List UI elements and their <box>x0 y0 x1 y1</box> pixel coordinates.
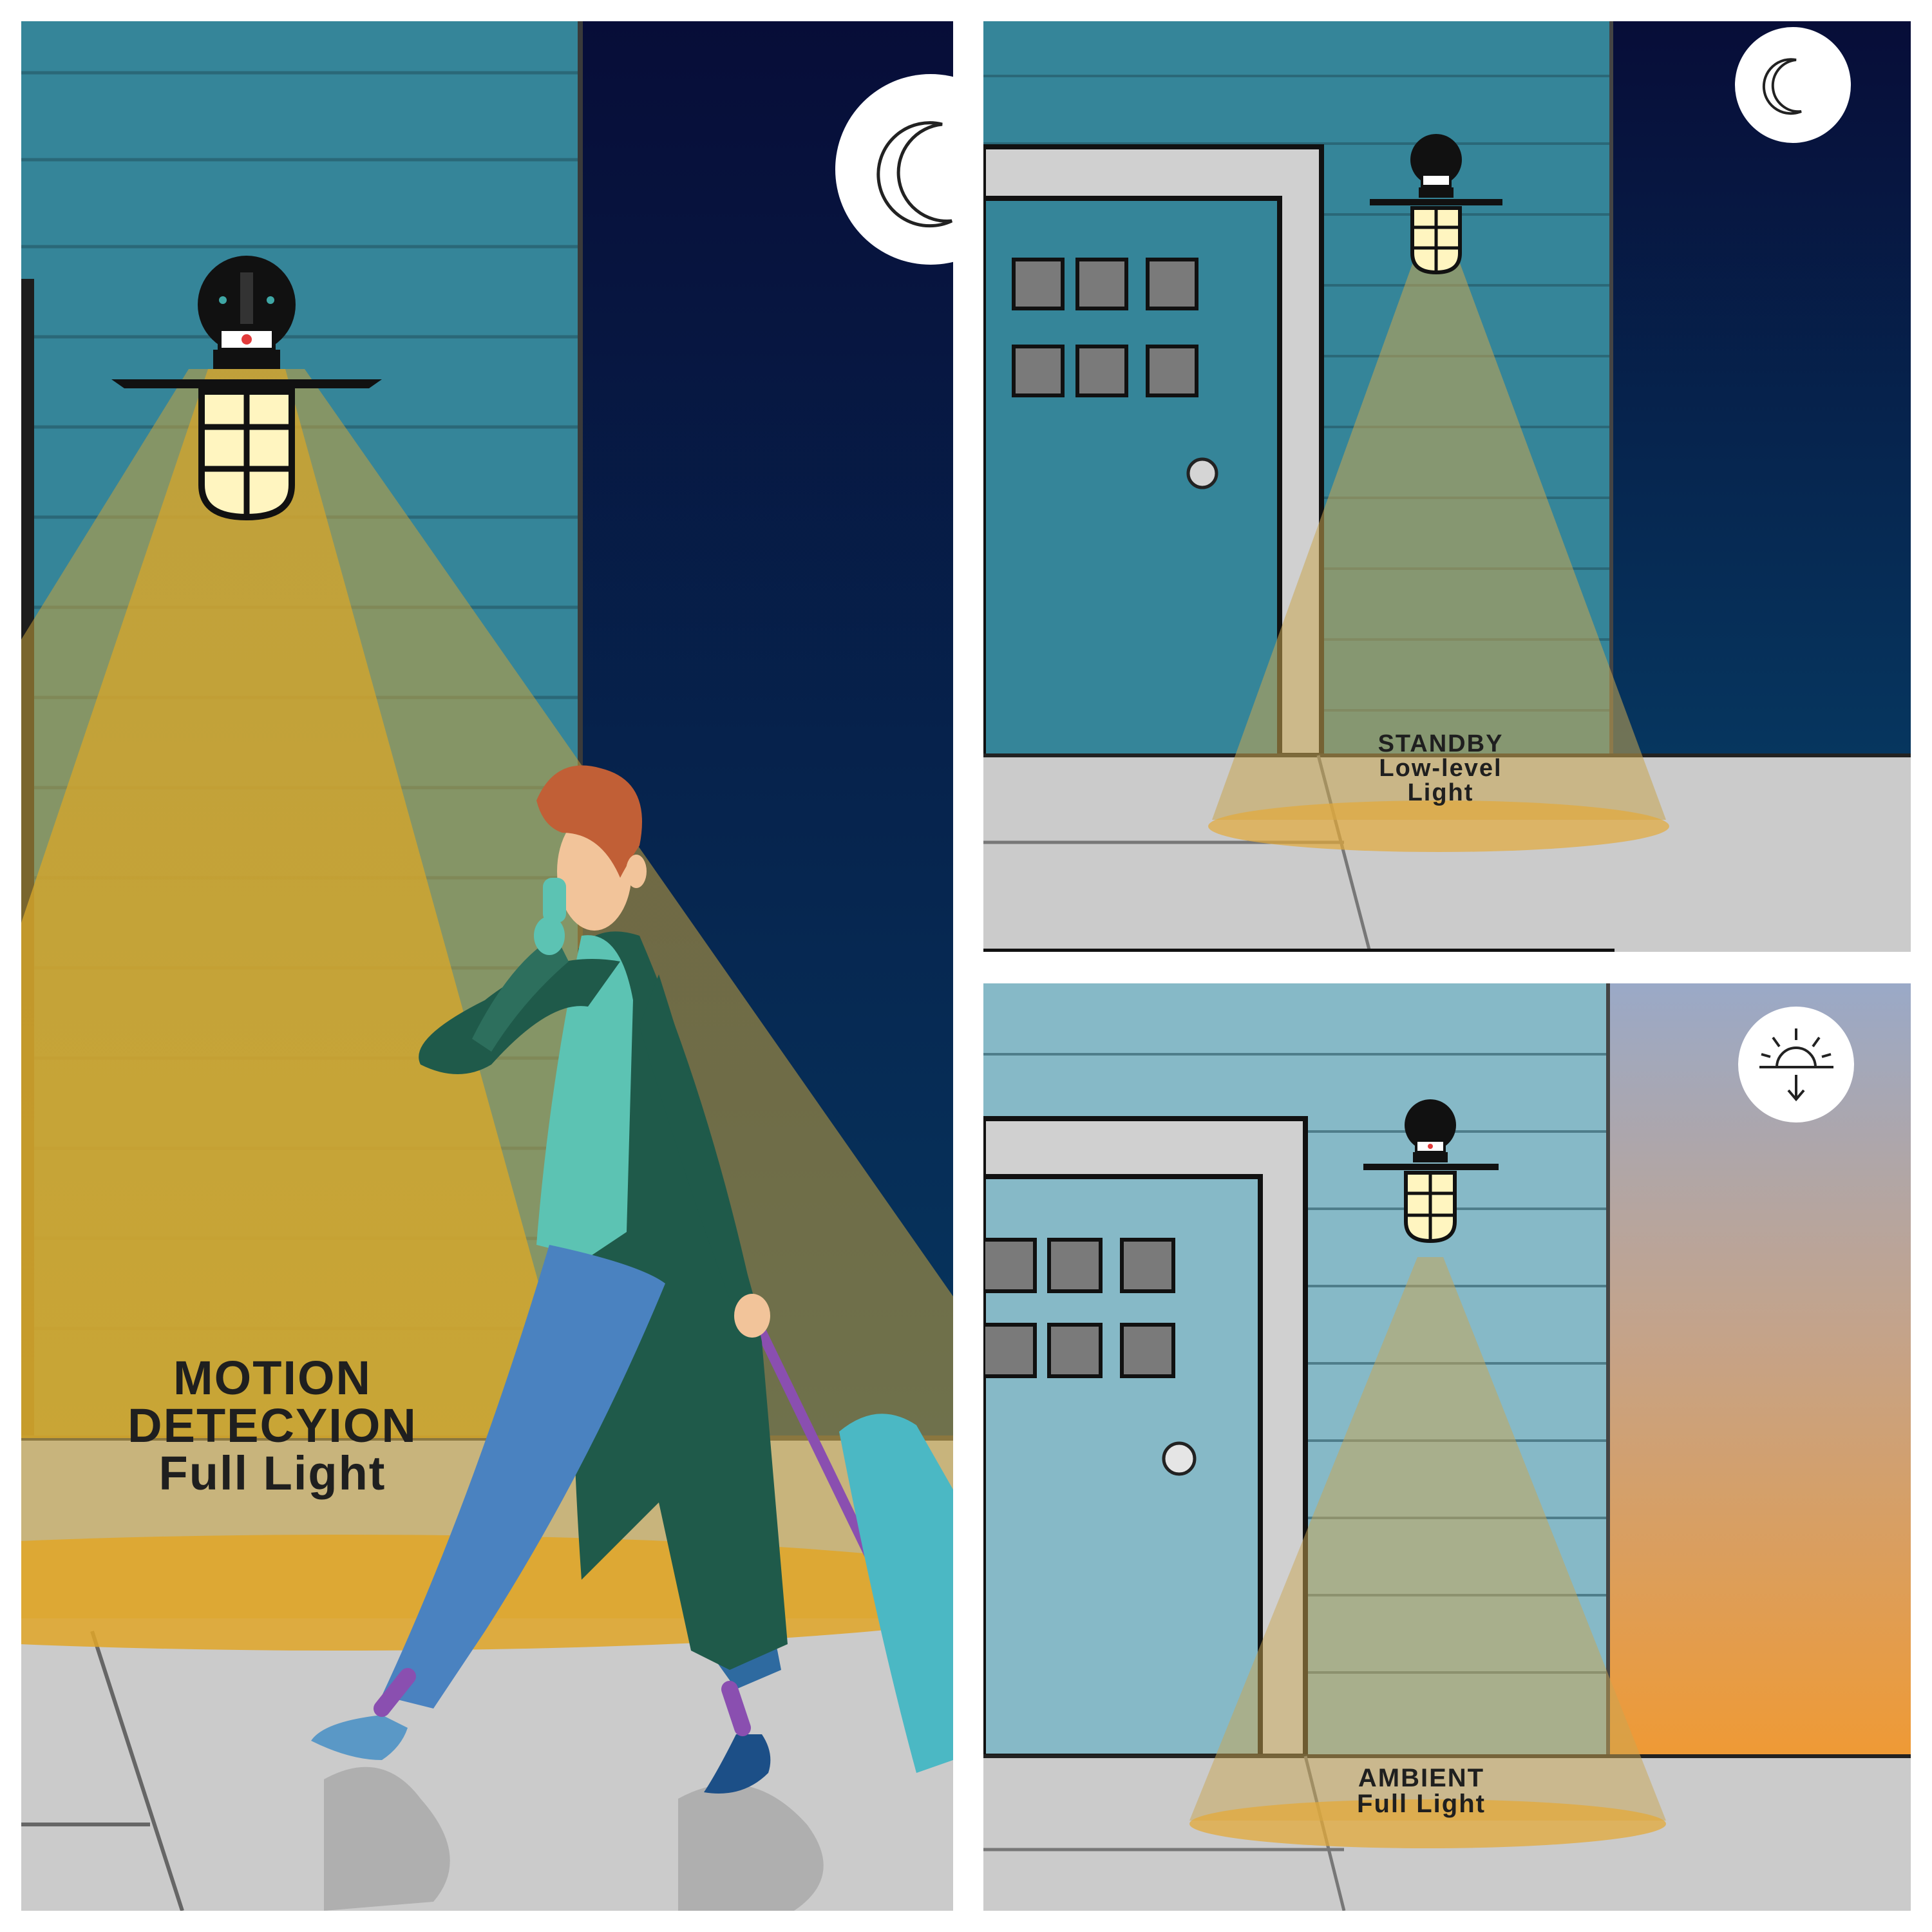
caption-line-1: MOTION <box>173 1351 372 1405</box>
standby-panel: STANDBY Low-level Light <box>983 21 1911 952</box>
ambient-scene <box>983 983 1911 1911</box>
standby-lamp <box>1370 134 1502 275</box>
walking-person <box>311 765 953 1794</box>
sunset-icon <box>1738 1007 1854 1122</box>
light-pool <box>1208 800 1669 852</box>
caption-line-2: Full Light <box>1357 1790 1486 1818</box>
door-knob <box>1162 1441 1197 1476</box>
light-beam <box>1212 234 1666 820</box>
crescent-moon-icon <box>1735 27 1851 143</box>
motion-detection-panel: MOTION DETECYION Full Light <box>21 21 953 1911</box>
front-door <box>983 196 1282 761</box>
night-sky <box>1611 21 1911 755</box>
dusk-sky <box>1608 983 1911 1756</box>
crescent-moon-icon <box>835 74 953 265</box>
caption-line-2: Low-level <box>1379 755 1502 782</box>
ambient-panel: AMBIENT Full Light <box>983 983 1911 1911</box>
front-door <box>983 1174 1263 1759</box>
caption-line-3: Full Light <box>158 1446 386 1500</box>
standby-caption: STANDBY Low-level Light <box>1331 732 1550 805</box>
light-beam-core <box>21 369 582 1438</box>
ambient-caption: AMBIENT Full Light <box>1318 1765 1524 1817</box>
light-pool <box>1189 1799 1666 1848</box>
standby-scene <box>983 21 1911 952</box>
ambient-lamp <box>1363 1099 1499 1244</box>
motion-caption: MOTION DETECYION Full Light <box>73 1354 472 1497</box>
caption-line-3: Light <box>1407 779 1474 806</box>
door-knob <box>1186 457 1218 489</box>
motion-scene <box>21 21 953 1911</box>
caption-line-2: DETECYION <box>128 1399 417 1452</box>
light-beam <box>1189 1257 1666 1821</box>
caption-line-1: STANDBY <box>1378 730 1504 757</box>
motion-sensor-lamp <box>111 256 382 521</box>
caption-line-1: AMBIENT <box>1358 1764 1485 1792</box>
